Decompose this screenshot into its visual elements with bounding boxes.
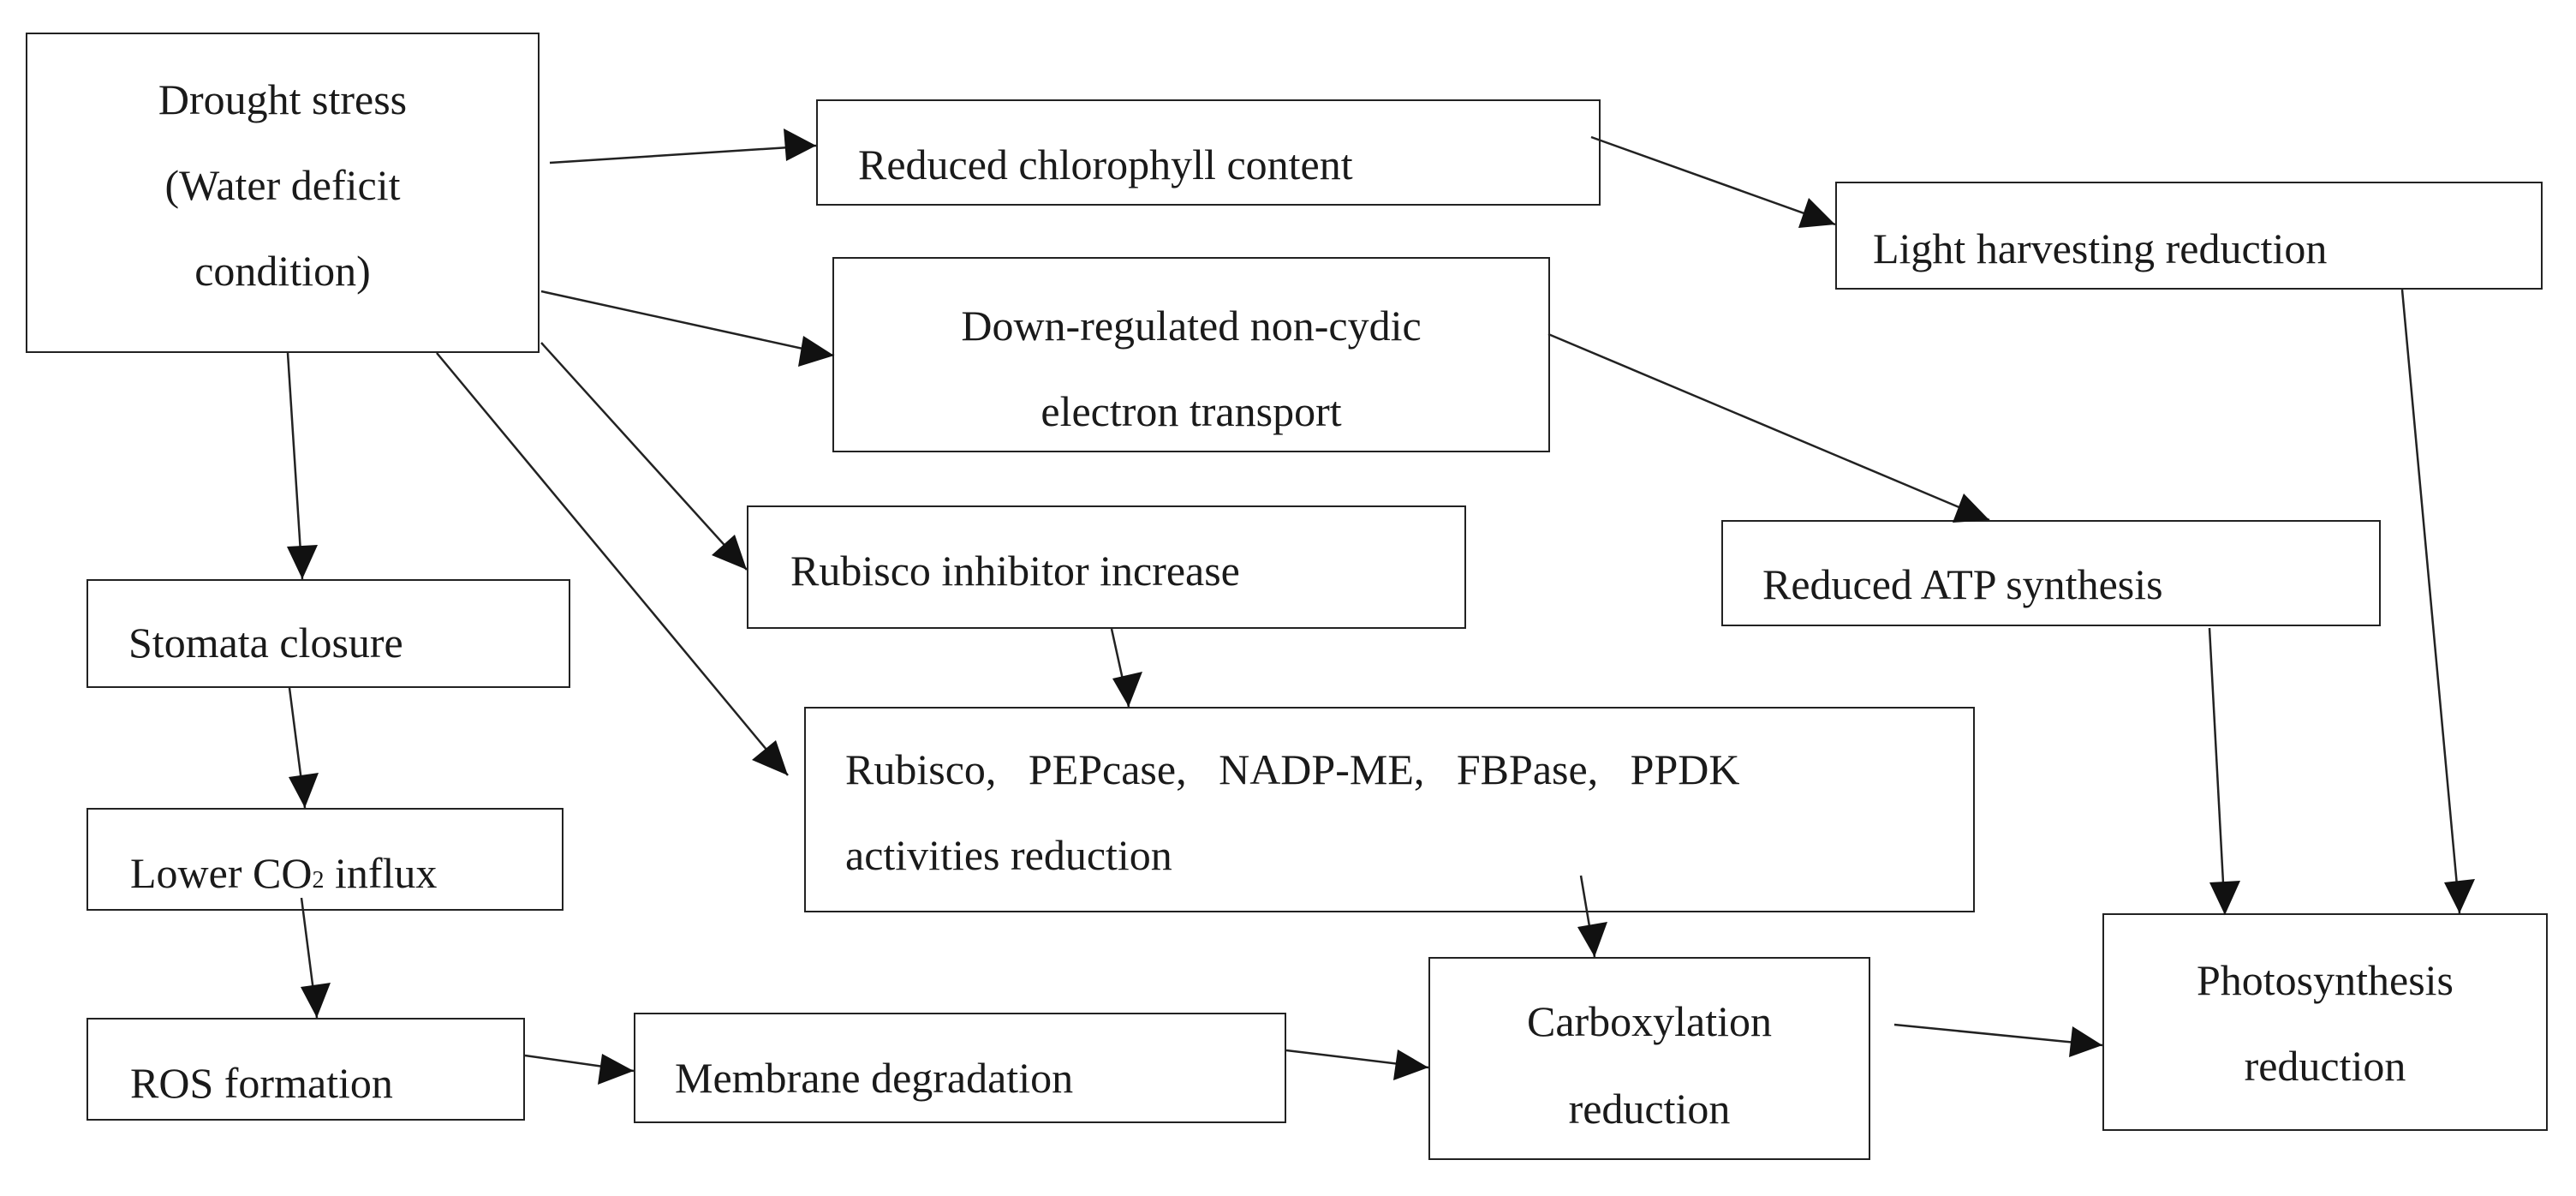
node-ros-formation — [86, 1018, 525, 1121]
co2-suffix: influx — [324, 849, 438, 897]
arrow-chlorophyll-to-light — [1590, 135, 1836, 226]
node-reduced-atp — [1721, 520, 2381, 626]
node-lower-co2-label: Lower CO2 influx — [130, 830, 437, 924]
node-enzyme-activities-line1: Rubisco, PEPcase, NADP-ME, FBPase, PPDK — [845, 745, 1740, 793]
arrow-drought-to-noncyclic — [540, 290, 835, 357]
node-drought-stress-line3: condition) — [194, 247, 371, 295]
node-light-harvesting — [1835, 182, 2543, 290]
node-reduced-chlorophyll-label: Reduced chlorophyll content — [858, 141, 1353, 188]
node-photosynthesis-line2: reduction — [2244, 1042, 2406, 1090]
node-enzyme-activities — [804, 707, 1975, 912]
arrowhead — [752, 740, 788, 775]
node-stomata-closure — [86, 579, 570, 688]
node-drought-stress-line1: Drought stress — [158, 75, 408, 123]
arrow-drought-to-chlorophyll — [549, 144, 817, 164]
arrowhead — [2444, 879, 2475, 913]
node-noncyclic-line1: Down-regulated non-cydic — [961, 302, 1422, 350]
arrow-carboxylation-to-photosynthesis — [1893, 1023, 2103, 1047]
node-rubisco-inhibitor — [747, 505, 1466, 629]
node-noncyclic-transport — [832, 257, 1550, 452]
arrowhead — [2069, 1026, 2102, 1057]
node-membrane-degradation — [634, 1013, 1286, 1123]
arrowhead — [798, 336, 834, 367]
arrow-light-to-photosynthesis — [2400, 289, 2461, 914]
node-noncyclic-line2: electron transport — [1041, 387, 1342, 435]
arrowhead — [712, 535, 747, 570]
arrowhead — [1798, 198, 1835, 228]
arrowhead — [1577, 922, 1607, 957]
arrowhead — [1393, 1049, 1428, 1080]
node-reduced-atp-label: Reduced ATP synthesis — [1762, 560, 2163, 608]
node-carboxylation-line1: Carboxylation — [1526, 997, 1773, 1045]
co2-prefix: Lower CO — [130, 849, 313, 897]
arrow-noncyclic-to-atp — [1547, 332, 1990, 522]
co2-subscript: 2 — [312, 867, 325, 894]
arrow-atp-to-photosynthesis — [2208, 627, 2227, 916]
node-reduced-chlorophyll — [816, 99, 1601, 206]
node-ros-formation-label: ROS formation — [130, 1059, 393, 1107]
node-photosynthesis-line1: Photosynthesis — [2196, 956, 2454, 1004]
node-enzyme-activities-line2: activities reduction — [845, 831, 1172, 879]
node-drought-stress — [26, 33, 540, 353]
arrow-drought-to-enzymes — [436, 352, 789, 776]
arrowhead — [287, 545, 318, 579]
node-membrane-degradation-label: Membrane degradation — [675, 1054, 1074, 1102]
arrowhead — [301, 983, 331, 1018]
node-light-harvesting-label: Light harvesting reduction — [1873, 224, 2328, 272]
node-photosynthesis-reduction — [2102, 913, 2548, 1131]
arrow-drought-to-stomata — [286, 352, 304, 580]
arrowhead — [598, 1054, 634, 1085]
node-carboxylation — [1428, 957, 1870, 1160]
arrowhead — [2209, 881, 2240, 915]
arrowhead — [784, 129, 816, 161]
arrowhead — [1112, 672, 1142, 707]
node-stomata-closure-label: Stomata closure — [128, 619, 403, 667]
arrow-drought-to-rubisco-inhibitor — [540, 342, 748, 571]
arrowhead — [1953, 493, 1989, 523]
node-carboxylation-line2: reduction — [1568, 1085, 1731, 1133]
node-lower-co2 — [86, 808, 564, 911]
node-drought-stress-line2: (Water deficit — [164, 161, 401, 209]
node-rubisco-inhibitor-label: Rubisco inhibitor increase — [790, 547, 1240, 595]
arrowhead — [289, 773, 319, 808]
